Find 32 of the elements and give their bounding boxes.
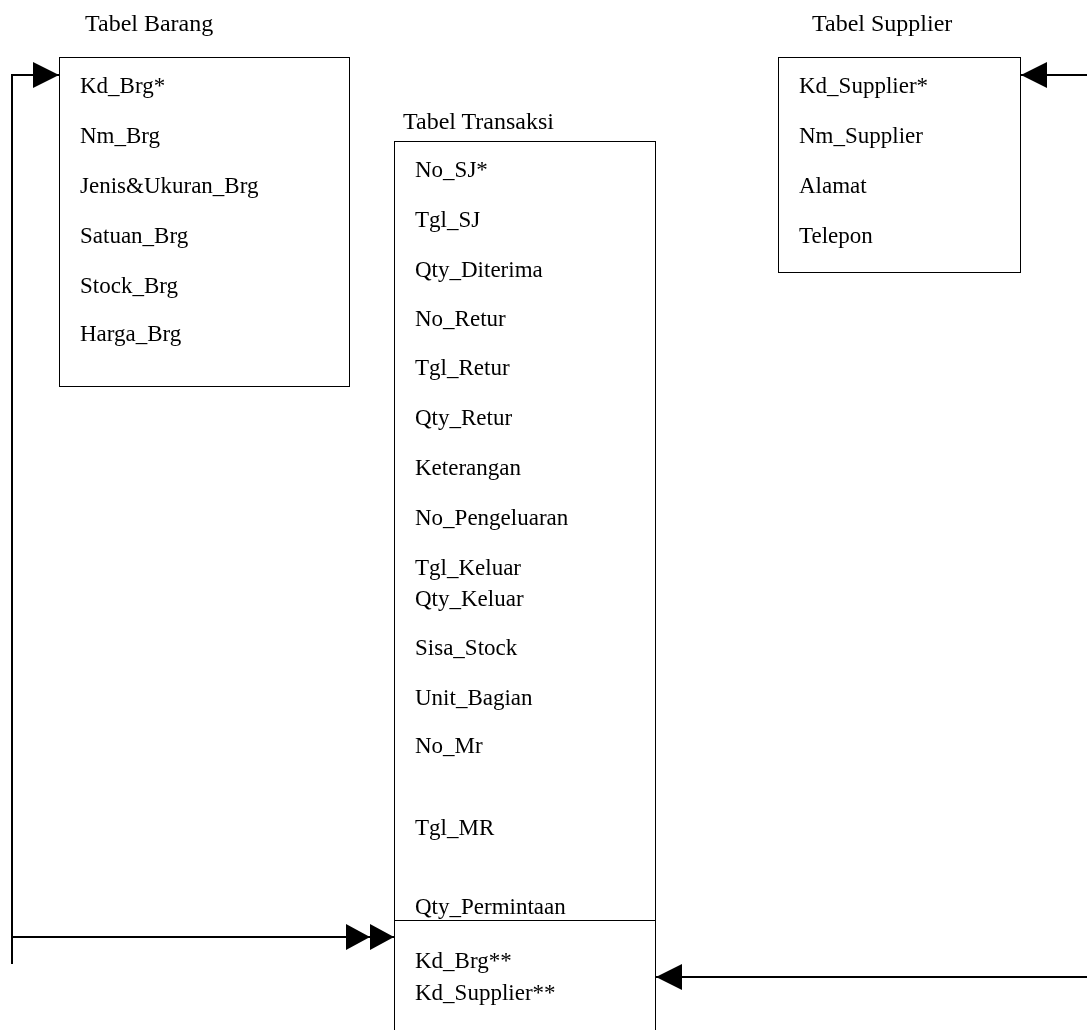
field-name: Tgl_Keluar — [415, 554, 521, 582]
field-name: Stock_Brg — [80, 272, 178, 300]
table-title: Tabel Supplier — [812, 9, 953, 37]
field-name: Nm_Brg — [80, 122, 161, 150]
field-name: No_SJ* — [415, 156, 488, 184]
field-name: No_Mr — [415, 732, 483, 760]
field-name: Tgl_MR — [415, 814, 495, 842]
field-name: No_Retur — [415, 305, 506, 333]
connector-arrow — [655, 62, 1087, 990]
field-name: Qty_Keluar — [415, 585, 524, 613]
field-name: Tgl_SJ — [415, 206, 481, 234]
field-name: Kd_Brg* — [80, 72, 166, 100]
field-name: Satuan_Brg — [80, 222, 189, 250]
field-name: Kd_Supplier** — [415, 979, 556, 1007]
field-name: Tgl_Retur — [415, 354, 510, 382]
field-name: Nm_Supplier — [799, 122, 923, 150]
table-title: Tabel Barang — [85, 9, 214, 37]
field-name: Harga_Brg — [80, 320, 182, 348]
field-name: Kd_Brg** — [415, 947, 512, 975]
field-name: Qty_Diterima — [415, 256, 543, 284]
field-name: Alamat — [799, 172, 867, 200]
field-name: Kd_Supplier* — [799, 72, 929, 100]
connector-arrow — [11, 62, 395, 950]
table-title: Tabel Transaksi — [403, 107, 554, 135]
field-name: Keterangan — [415, 454, 521, 482]
field-name: Telepon — [799, 222, 873, 250]
field-name: Qty_Retur — [415, 404, 513, 432]
field-name: Jenis&Ukuran_Brg — [80, 172, 259, 200]
field-name: Qty_Permintaan — [415, 893, 566, 921]
field-name: Unit_Bagian — [415, 684, 533, 712]
field-name: No_Pengeluaran — [415, 504, 569, 532]
field-name: Sisa_Stock — [415, 634, 518, 662]
